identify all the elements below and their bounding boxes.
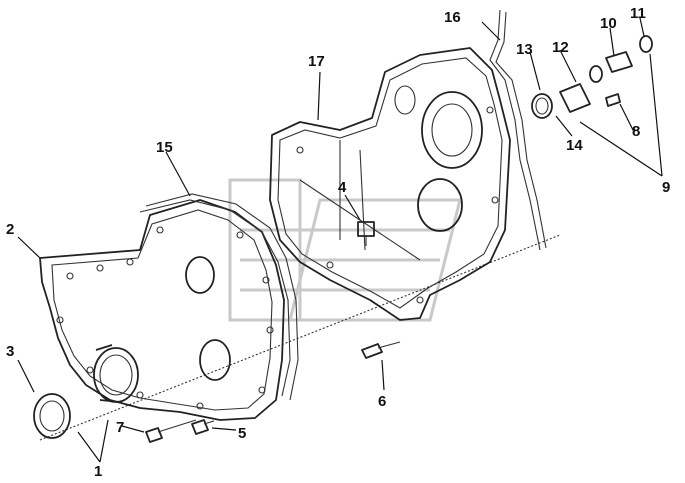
housing-bolt	[357, 221, 375, 246]
callout-15: 15	[156, 139, 173, 156]
callout-14: 14	[566, 137, 583, 154]
leader-lines	[17, 17, 663, 463]
dust-seal	[33, 393, 71, 439]
housing-gasket	[489, 9, 547, 251]
center-line	[39, 234, 561, 441]
cover-gasket	[139, 193, 299, 401]
callout-13: 13	[516, 41, 533, 58]
callout-3: 3	[6, 343, 14, 360]
callout-4: 4	[338, 179, 347, 196]
callout-11: 11	[630, 5, 646, 22]
short-bolt	[191, 419, 215, 435]
callout-16: 16	[444, 9, 461, 26]
watermark-logo	[228, 178, 462, 322]
callout-7: 7	[116, 419, 124, 436]
cover-bolt	[145, 419, 197, 443]
callout-6: 6	[378, 393, 386, 410]
gear-housing	[269, 47, 511, 321]
callout-10: 10	[600, 15, 617, 32]
callout-17: 17	[308, 53, 325, 70]
callout-12: 12	[552, 39, 569, 56]
sensor-assembly	[531, 35, 653, 119]
callout-5: 5	[238, 425, 246, 442]
callout-1: 1	[94, 463, 102, 480]
callout-labels: 1 2 3 4 5 6 7 8 9 10 11 12 13 14 15 16 1…	[6, 5, 670, 480]
callout-8: 8	[632, 123, 640, 140]
front-seal	[93, 344, 139, 403]
front-cover	[39, 199, 285, 421]
callout-2: 2	[6, 221, 14, 238]
long-bolt	[361, 341, 401, 359]
callout-9: 9	[662, 179, 670, 196]
